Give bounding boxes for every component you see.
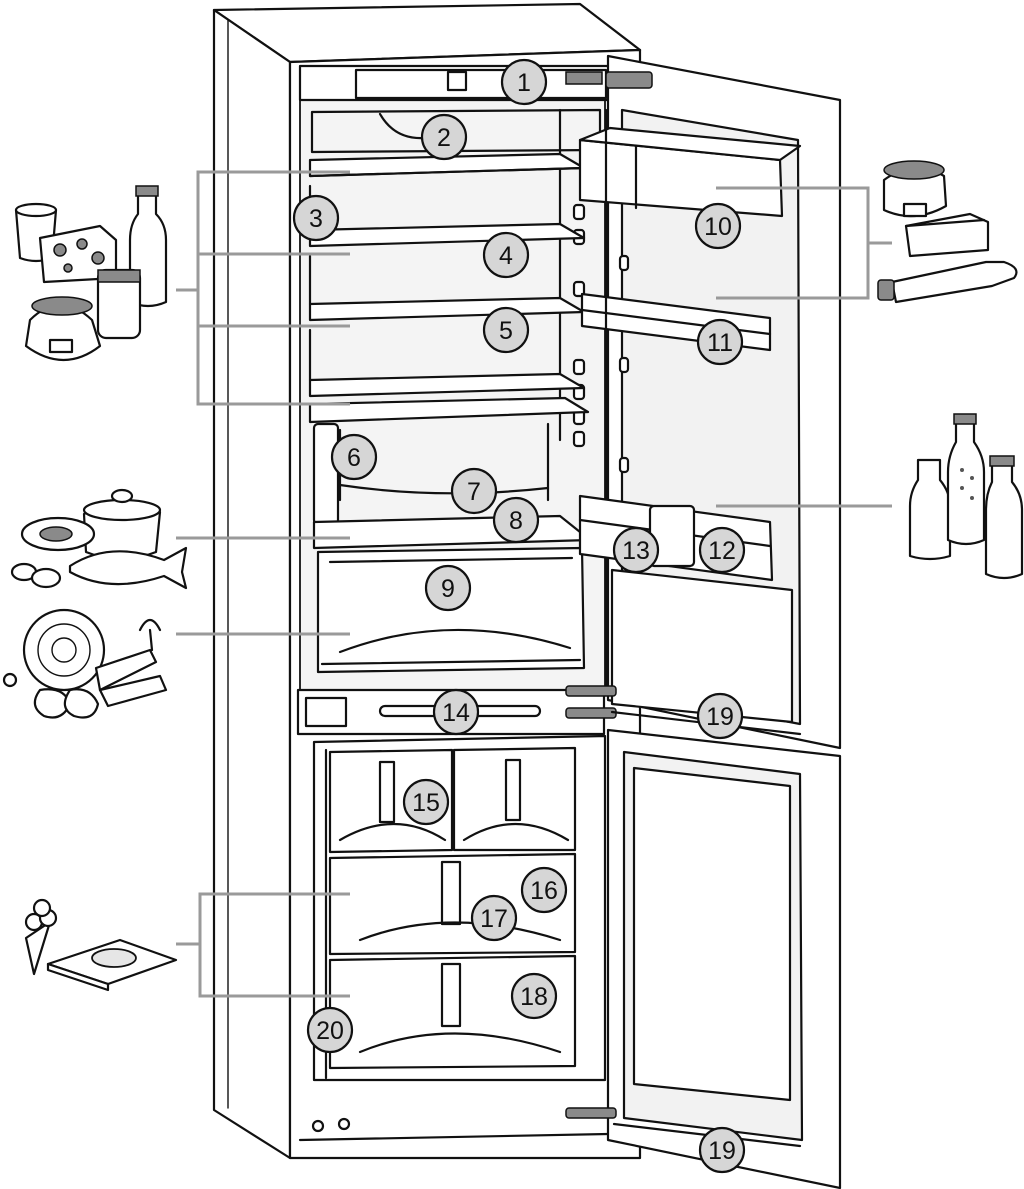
callout-c4: 4 (482, 231, 530, 279)
callout-c2: 2 (420, 113, 468, 161)
callout-number: 17 (480, 905, 508, 933)
callout-number: 5 (499, 317, 513, 345)
callout-c8: 8 (492, 496, 540, 544)
fridge-door (565, 54, 842, 750)
callout-circle (470, 894, 518, 942)
callout-circle (330, 433, 378, 481)
callout-number: 14 (442, 699, 470, 727)
callout-circle (698, 526, 746, 574)
callout-number: 9 (441, 575, 455, 603)
callout-c15: 15 (402, 778, 450, 826)
callout-circle (306, 1006, 354, 1054)
callout-c7: 7 (450, 467, 498, 515)
callout-circle (292, 194, 340, 242)
callout-circle (500, 58, 548, 106)
callout-circle (520, 866, 568, 914)
callout-c16: 16 (520, 866, 568, 914)
callout-c6: 6 (330, 433, 378, 481)
callout-c18: 18 (510, 972, 558, 1020)
callout-number: 16 (530, 877, 558, 905)
callout-circle (420, 113, 468, 161)
callout-number: 7 (467, 478, 481, 506)
fish-meat-cooked-dishes-icon (10, 488, 188, 590)
callout-number: 11 (707, 329, 733, 357)
callout-c14: 14 (432, 688, 480, 736)
callout-number: 15 (412, 789, 440, 817)
callout-c19b: 19 (698, 1126, 746, 1174)
callout-circle (482, 231, 530, 279)
callout-number: 12 (708, 537, 736, 565)
callout-number: 2 (437, 124, 451, 152)
callout-circle (698, 1126, 746, 1174)
callout-circle (482, 306, 530, 354)
callout-c12: 12 (698, 526, 746, 574)
callout-number: 19 (708, 1137, 736, 1165)
frozen-food-icecream-icon (24, 898, 178, 992)
callout-circle (696, 318, 744, 366)
callout-c1: 1 (500, 58, 548, 106)
callout-circle (510, 972, 558, 1020)
callout-c20: 20 (306, 1006, 354, 1054)
callout-c9: 9 (424, 564, 472, 612)
callout-c19a: 19 (696, 692, 744, 740)
callout-number: 3 (309, 205, 323, 233)
callout-number: 4 (499, 242, 513, 270)
butter-cheese-tube-icon (877, 160, 1018, 304)
callout-c10: 10 (694, 202, 742, 250)
callout-circle (612, 526, 660, 574)
callout-number: 18 (520, 983, 548, 1011)
callout-c17: 17 (470, 894, 518, 942)
callout-circle (696, 692, 744, 740)
callout-number: 1 (517, 69, 531, 97)
leader-lines (176, 170, 892, 998)
bottles-icon (908, 413, 1024, 580)
callout-number: 6 (347, 444, 361, 472)
callout-number: 10 (704, 213, 732, 241)
callout-circle (402, 778, 450, 826)
dairy-cheese-preserves-icon (14, 185, 168, 362)
callout-c11: 11 (696, 318, 744, 366)
freezer-door (565, 728, 842, 1189)
callout-number: 20 (316, 1017, 344, 1045)
callout-number: 13 (622, 537, 650, 565)
callout-number: 19 (706, 703, 734, 731)
callout-c3: 3 (292, 194, 340, 242)
freezer-compartment (298, 734, 610, 1142)
callout-circle (694, 202, 742, 250)
callout-circle (432, 688, 480, 736)
callout-circle (492, 496, 540, 544)
callout-c13: 13 (612, 526, 660, 574)
callout-circle (424, 564, 472, 612)
callout-c5: 5 (482, 306, 530, 354)
callout-number: 8 (509, 507, 523, 535)
vegetables-fruit-icon (2, 608, 168, 719)
callout-circle (450, 467, 498, 515)
glass-shelves (308, 152, 590, 424)
